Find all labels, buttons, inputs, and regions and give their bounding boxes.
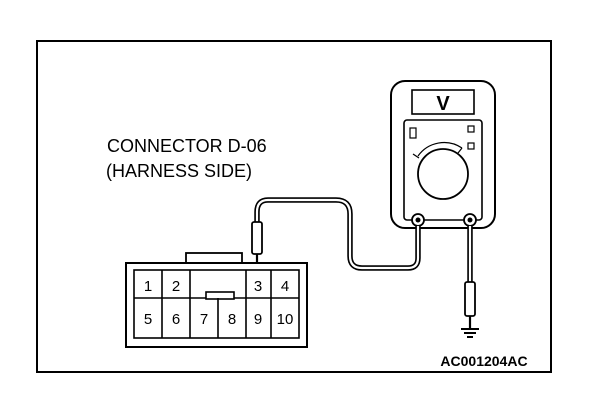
- ground-symbol-icon: [461, 328, 479, 338]
- connector-subtitle: (HARNESS SIDE): [106, 161, 252, 181]
- dial-tick: [412, 153, 420, 159]
- range-switch-left: [409, 127, 417, 139]
- pin-label: 4: [281, 278, 289, 295]
- volt-jack-center: [467, 217, 473, 223]
- pin-label: 2: [172, 278, 180, 295]
- pin-label: 1: [144, 278, 152, 295]
- range-switch-top: [467, 125, 475, 133]
- range-switch-bottom: [467, 142, 475, 150]
- diagram-frame: [36, 40, 552, 373]
- pin-label: 5: [144, 311, 152, 328]
- ground-probe-handle: [464, 281, 476, 317]
- probe-handle: [251, 221, 263, 255]
- test-lead-core: [255, 198, 420, 270]
- multimeter: V: [390, 80, 496, 229]
- pin-label: 10: [277, 311, 294, 328]
- selector-dial: [417, 148, 469, 200]
- pin-label: 6: [172, 311, 180, 328]
- pin-label: 8: [228, 311, 236, 328]
- pin-label: 9: [254, 311, 262, 328]
- com-jack-center: [415, 217, 421, 223]
- connector-face: [133, 269, 300, 339]
- figure-code: AC001204AC: [440, 353, 527, 369]
- connector-d06: 1 2 3 4 5 6 7 8 9 10: [125, 252, 308, 348]
- dial-tick: [457, 147, 463, 154]
- display-reading: V: [436, 93, 450, 115]
- dial-scale-arc: [417, 141, 463, 157]
- multimeter-display: [411, 89, 475, 115]
- connector-key: [205, 291, 235, 300]
- connector-title: CONNECTOR D-06: [107, 136, 267, 156]
- pin-label: 3: [254, 278, 262, 295]
- pin-label: 7: [200, 311, 208, 328]
